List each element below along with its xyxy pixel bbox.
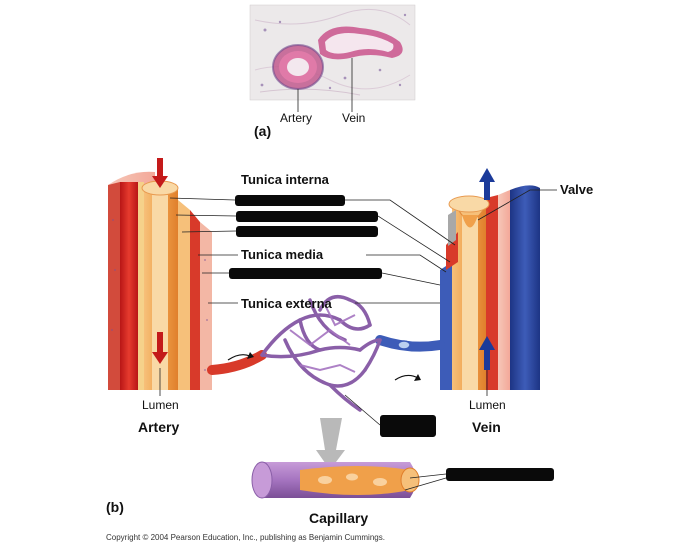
arteriole-flow-icon [227, 354, 251, 361]
vein-a-label: Vein [342, 111, 365, 125]
media-leader-vein [366, 254, 447, 273]
valve-leader [477, 189, 557, 221]
artery-lumen-label: Lumen [142, 398, 179, 412]
panel-b-letter: (b) [106, 499, 124, 515]
interna-vein-leader-1 [345, 199, 456, 246]
micrograph [249, 4, 416, 101]
tunica-externa-label: Tunica externa [241, 296, 333, 311]
vein-title: Vein [472, 419, 501, 435]
zoom-arrow-icon [316, 418, 345, 470]
valve-label: Valve [560, 182, 593, 197]
redacted-label-6 [446, 468, 554, 481]
capillary-detail [251, 461, 420, 499]
redacted6-leader-2 [404, 477, 447, 491]
interna-leader-3 [181, 230, 237, 233]
artery-title: Artery [138, 419, 179, 435]
vein-flow-arrow-top [479, 168, 495, 200]
redacted-label-2 [236, 211, 378, 222]
interna-vein-leader-2 [377, 215, 451, 263]
vein-cross-section [318, 26, 403, 60]
artery-cross-section [272, 44, 324, 90]
artery-a-label: Artery [280, 111, 312, 125]
capillary-network [207, 294, 445, 412]
interna-leader-2 [175, 214, 237, 217]
vein-flow-arrow-bottom [479, 336, 495, 370]
interna-leader-1 [169, 197, 236, 201]
artery-illustration [108, 171, 212, 390]
redacted-label-4 [229, 268, 382, 279]
tunica-media-label: Tunica media [241, 247, 324, 262]
redacted-label-1 [235, 195, 345, 206]
redacted-label-3 [236, 226, 378, 237]
tunica-interna-label: Tunica interna [241, 172, 330, 187]
panel-a-letter: (a) [254, 123, 271, 139]
copyright-text: Copyright © 2004 Pearson Education, Inc.… [106, 533, 385, 542]
redacted5-leader [344, 394, 381, 426]
redacted4-leader-vein [381, 272, 441, 286]
venule-flow-icon [394, 374, 419, 381]
redacted-label-5 [380, 415, 436, 437]
artery-flow-arrow-bottom [152, 332, 168, 364]
capillary-title: Capillary [309, 510, 368, 526]
vein-lumen-label: Lumen [469, 398, 506, 412]
redacted6-leader-1 [409, 473, 447, 479]
artery-flow-arrow-top [152, 158, 168, 188]
